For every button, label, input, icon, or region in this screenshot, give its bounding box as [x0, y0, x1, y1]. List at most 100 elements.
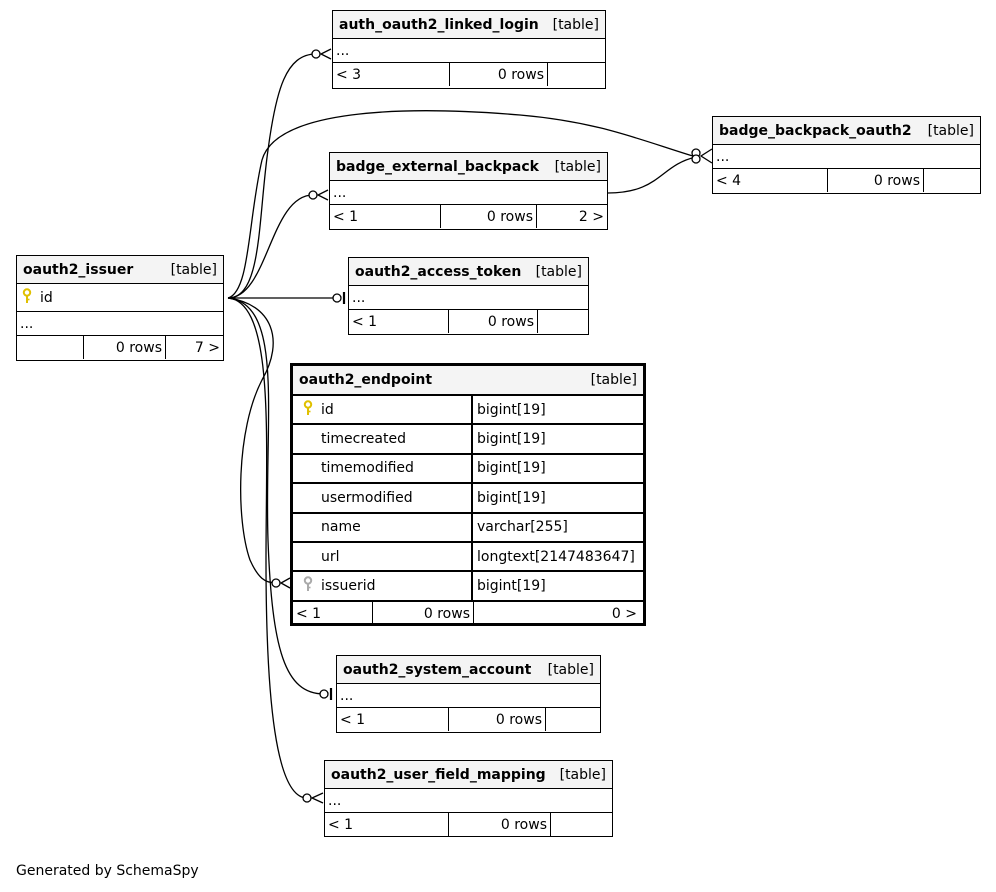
- table-auth-oauth2-linked-login[interactable]: auth_oauth2_linked_login [table] ... < 3…: [332, 10, 606, 89]
- parents-count[interactable]: < 3: [336, 66, 362, 83]
- table-footer: < 1 0 rows: [349, 310, 588, 333]
- table-header: oauth2_access_token [table]: [349, 258, 588, 286]
- column-row[interactable]: timecreated bigint[19]: [293, 425, 643, 455]
- relation-end-circle: [308, 190, 318, 200]
- table-badge-backpack-oauth2[interactable]: badge_backpack_oauth2 [table] ... < 4 0 …: [712, 116, 981, 194]
- table-name: oauth2_user_field_mapping: [331, 766, 546, 783]
- table-footer: < 1 0 rows 2 >: [330, 205, 607, 228]
- primary-key-icon: [301, 399, 315, 420]
- table-type-tag: [table]: [170, 261, 217, 278]
- column-name-cell: issuerid: [293, 572, 473, 600]
- column-row[interactable]: url longtext[2147483647]: [293, 542, 643, 573]
- relation-end-circle: [332, 293, 342, 303]
- table-oauth2-system-account[interactable]: oauth2_system_account [table] ... < 1 0 …: [336, 655, 601, 733]
- column-name: timemodified: [321, 460, 414, 477]
- table-type-tag: [table]: [927, 122, 974, 139]
- columns-ellipsis: ...: [17, 312, 223, 336]
- column-name-cell: usermodified: [293, 484, 473, 512]
- column-name-cell: url: [293, 542, 473, 571]
- table-header: oauth2_system_account [table]: [337, 656, 600, 684]
- columns-ellipsis: ...: [330, 181, 607, 205]
- column-name: id: [40, 289, 53, 306]
- crowfoot-marker: [319, 48, 332, 60]
- table-oauth2-user-field-mapping[interactable]: oauth2_user_field_mapping [table] ... < …: [324, 760, 613, 837]
- relation-issuer-system-account: [227, 297, 325, 695]
- column-name: timecreated: [321, 431, 406, 448]
- children-count[interactable]: [537, 310, 588, 333]
- table-footer: < 1 0 rows: [337, 708, 600, 731]
- table-type-tag: [table]: [552, 16, 599, 33]
- crowfoot-marker: [699, 148, 713, 164]
- parents-count[interactable]: < 1: [352, 313, 378, 330]
- table-footer: < 1 0 rows 0 >: [293, 601, 643, 626]
- table-name: oauth2_system_account: [343, 661, 532, 678]
- table-header: oauth2_user_field_mapping [table]: [325, 761, 612, 789]
- column-type: bigint[19]: [477, 489, 546, 506]
- table-footer: 0 rows 7 >: [17, 336, 223, 359]
- column-type: longtext[2147483647]: [477, 548, 635, 565]
- column-name: url: [321, 548, 340, 565]
- column-row[interactable]: id: [17, 284, 223, 312]
- relation-issuer-external-backpack: [227, 194, 314, 299]
- column-type: bigint[19]: [477, 431, 546, 448]
- relation-end-circle: [311, 49, 321, 59]
- table-name: oauth2_issuer: [23, 261, 134, 278]
- relation-end-circle: [691, 154, 701, 164]
- parents-count[interactable]: < 1: [333, 208, 359, 225]
- children-count[interactable]: [547, 63, 605, 86]
- children-count[interactable]: 0 >: [473, 601, 643, 626]
- parents-count[interactable]: < 1: [340, 711, 366, 728]
- relation-external-backpack-backpack-oauth2: [607, 156, 697, 194]
- table-oauth2-access-token[interactable]: oauth2_access_token [table] ... < 1 0 ro…: [348, 257, 589, 335]
- column-name-cell: name: [293, 513, 473, 541]
- children-count[interactable]: [545, 708, 600, 731]
- relation-issuer-linked-login: [227, 53, 317, 299]
- foreign-key-icon: [301, 576, 315, 596]
- table-header: badge_external_backpack [table]: [330, 153, 607, 181]
- table-type-tag: [table]: [590, 372, 637, 388]
- table-header: badge_backpack_oauth2 [table]: [713, 117, 980, 145]
- column-name-cell: id: [293, 396, 473, 424]
- relation-issuer-user-field-mapping: [227, 297, 308, 799]
- parents-count[interactable]: < 1: [328, 816, 354, 833]
- crowfoot-marker: [316, 189, 329, 201]
- column-name: name: [321, 519, 361, 536]
- table-name: oauth2_access_token: [355, 263, 522, 280]
- parents-count[interactable]: < 1: [296, 605, 322, 622]
- row-count: 0 rows: [449, 63, 547, 86]
- relation-issuer-backpack-oauth2: [227, 110, 697, 299]
- parents-count[interactable]: < 4: [716, 172, 742, 189]
- children-count[interactable]: 7 >: [165, 336, 223, 359]
- table-footer: < 3 0 rows: [333, 63, 605, 86]
- column-row[interactable]: name varchar[255]: [293, 513, 643, 543]
- primary-key-icon: [20, 287, 34, 308]
- table-type-tag: [table]: [554, 158, 601, 175]
- table-name: badge_backpack_oauth2: [719, 122, 912, 139]
- children-count[interactable]: [923, 169, 980, 192]
- crowfoot-marker: [279, 577, 291, 589]
- parents-count[interactable]: [17, 336, 83, 359]
- table-type-tag: [table]: [559, 766, 606, 783]
- column-name: issuerid: [321, 578, 376, 595]
- column-type: varchar[255]: [477, 519, 568, 536]
- children-count[interactable]: 2 >: [536, 205, 607, 228]
- crowfoot-marker: [310, 792, 324, 804]
- children-count[interactable]: [550, 813, 612, 836]
- relation-end-circle: [302, 793, 312, 803]
- table-header: oauth2_issuer [table]: [17, 256, 223, 284]
- columns-ellipsis: ...: [325, 789, 612, 813]
- table-badge-external-backpack[interactable]: badge_external_backpack [table] ... < 1 …: [329, 152, 608, 230]
- column-type: bigint[19]: [477, 401, 546, 418]
- table-oauth2-issuer[interactable]: oauth2_issuer [table] id ... 0 rows 7 >: [16, 255, 224, 361]
- relation-end-circle: [319, 689, 329, 699]
- table-footer: < 4 0 rows: [713, 169, 980, 192]
- row-count: 0 rows: [827, 169, 923, 192]
- row-count: 0 rows: [440, 205, 536, 228]
